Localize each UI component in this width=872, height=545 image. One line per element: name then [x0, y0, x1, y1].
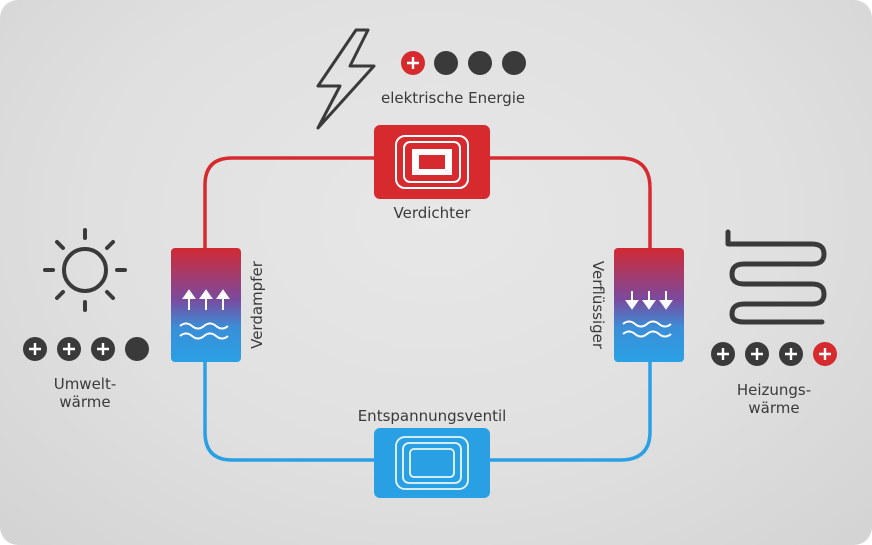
condenser-label: Verflüssiger — [589, 260, 607, 350]
expansion-valve-label: Entspannungsventil — [357, 407, 507, 425]
evaporator-label: Verdampfer — [248, 261, 266, 349]
heating-heat-label-line1: Heizungs- — [736, 381, 812, 399]
heating-coil-icon — [725, 229, 827, 325]
compressor — [374, 125, 490, 199]
evaporator — [171, 248, 241, 362]
ambient-dots — [23, 337, 149, 361]
compressor-label: Verdichter — [393, 204, 471, 222]
expansion-valve — [374, 428, 490, 498]
ambient-heat-label-line2: wärme — [59, 393, 111, 411]
heating-heat-label-line2: wärme — [748, 399, 800, 417]
energy-dots — [401, 51, 526, 75]
condenser — [614, 248, 684, 362]
sun-icon — [43, 228, 127, 312]
heating-dots — [711, 342, 837, 366]
lightning-bolt-icon — [316, 28, 376, 130]
ambient-heat-label-line1: Umwelt- — [53, 375, 117, 393]
energy-label: elektrische Energie — [381, 89, 526, 107]
